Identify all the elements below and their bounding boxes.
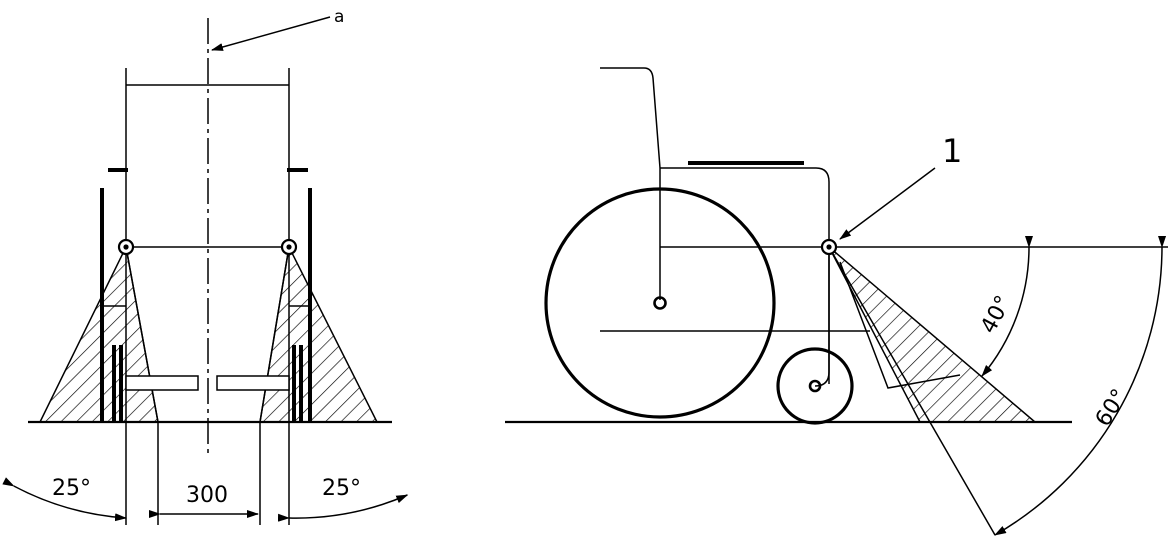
right-pivot-point	[280, 238, 298, 256]
caster-wheel	[776, 347, 854, 425]
sixty-degree-arc	[994, 235, 1167, 536]
footrest	[839, 261, 961, 389]
right-cone-inner-edge	[259, 246, 290, 423]
caster-fork	[814, 253, 830, 387]
right-angle-label: 25°	[322, 476, 361, 501]
reference-label: a	[334, 7, 344, 27]
seat-front-tube	[815, 167, 830, 247]
sixty-degree-line	[828, 246, 996, 536]
side-hatched-zone	[828, 246, 1038, 423]
pivot-label: 1	[942, 132, 962, 170]
side-view: 1 40° 60°	[505, 67, 1168, 536]
sixty-degree-label: 60°	[1091, 385, 1133, 431]
left-pivot-point	[117, 238, 135, 256]
right-angle-arc	[277, 494, 409, 522]
left-angle-arc	[2, 477, 127, 522]
right-hatched-zone	[259, 244, 379, 423]
left-hatched-zone	[38, 244, 159, 423]
front-view: a 25° 25° 300	[2, 7, 409, 525]
pivot-leader	[839, 167, 936, 240]
left-cone-inner-edge	[125, 246, 159, 423]
width-label: 300	[186, 483, 228, 508]
right-footrest	[216, 375, 290, 391]
left-angle-label: 25°	[52, 476, 91, 501]
side-pivot-point	[820, 238, 838, 256]
left-footrest	[125, 375, 199, 391]
push-handle	[600, 67, 661, 300]
reference-leader	[211, 16, 331, 51]
